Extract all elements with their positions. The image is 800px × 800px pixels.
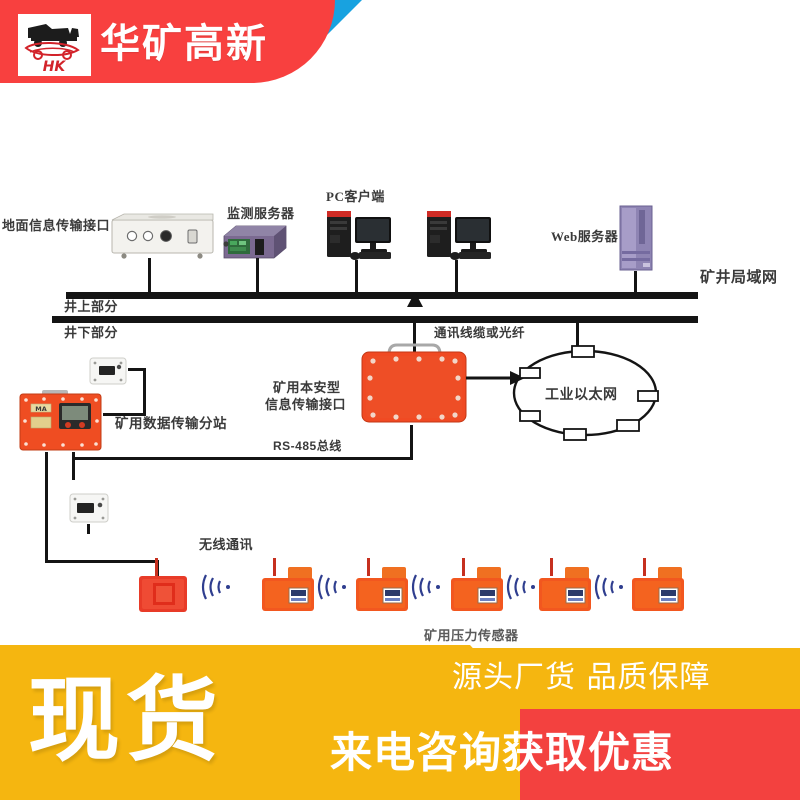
sensor-module-lower [69, 493, 109, 523]
wire-module-upper-right [128, 368, 146, 371]
industrial-ethernet-ring [512, 345, 659, 441]
label-pressure-sensor: 矿用压力传感器 [424, 628, 519, 643]
label-above-ground: 井上部分 [64, 299, 119, 314]
pressure-sensor-4 [539, 558, 591, 611]
pressure-sensor-1 [262, 558, 314, 611]
pc-client-device-2 [427, 211, 491, 260]
wire-ground-interface [148, 258, 151, 295]
label-web-server: Web服务器 [551, 229, 619, 244]
svg-text:HK: HK [43, 59, 67, 75]
wireless-signal-icon-0 [201, 574, 230, 600]
data-transmission-substation-device: MA [19, 390, 102, 451]
label-below-ground: 井下部分 [64, 325, 119, 340]
label-rs485-bus: RS-485总线 [273, 439, 342, 453]
label-safety-interface-line1: 矿用本安型 [273, 380, 341, 395]
wireless-signal-icon-4 [594, 574, 623, 600]
company-logo: HK [18, 14, 91, 76]
pressure-sensor-2 [356, 558, 408, 611]
web-server-rack [619, 205, 653, 271]
wireless-gateway-device [139, 558, 187, 612]
lan-backbone-bottom [52, 316, 698, 323]
pc-client-device-1 [327, 211, 391, 260]
label-mine-lan: 矿井局域网 [700, 270, 778, 286]
lan-backbone-top [66, 292, 698, 299]
wire-rs485-horizontal [72, 457, 412, 460]
wire-rs485-up-right [410, 425, 413, 460]
label-data-substation: 矿用数据传输分站 [115, 416, 227, 431]
wire-safety-interface-up2 [413, 345, 416, 353]
ground-interface-device [111, 213, 214, 259]
wire-module-lower-stub [87, 524, 90, 534]
promo-in-stock-text: 现货 [28, 667, 225, 774]
sensor-module-upper [89, 357, 127, 385]
wire-web-server [634, 271, 637, 295]
wire-module-upper-to-substation [103, 413, 146, 416]
wire-ethernet-ring-up [576, 323, 579, 353]
promo-tagline-text: 源头厂货 品质保障 [452, 660, 711, 695]
network-topology-diagram: 地面信息传输接口 监测服务器 PC客户端 Web服务器 矿井局域网 [0, 100, 800, 660]
logo-graphic: HK [18, 14, 91, 76]
wireless-signal-icon-1 [317, 574, 346, 600]
pressure-sensor-5 [632, 558, 684, 611]
label-industrial-ethernet: 工业以太网 [545, 388, 618, 403]
wire-monitor-server [256, 258, 259, 295]
wire-safety-interface-up [413, 323, 416, 348]
wire-to-gateway-horizontal [45, 560, 159, 563]
safety-transmission-interface-device [361, 343, 467, 423]
label-monitor-server: 监测服务器 [227, 206, 295, 221]
wire-rs485-down-left [72, 452, 75, 480]
svg-text:MA: MA [35, 405, 47, 413]
wireless-signal-icon-2 [411, 574, 440, 600]
label-ground-interface: 地面信息传输接口 [2, 218, 111, 233]
uplink-arrow-icon [407, 292, 423, 307]
wire-substation-down [45, 452, 48, 562]
wire-pc-client-2 [455, 260, 458, 295]
promo-instock-shape [0, 645, 520, 800]
label-safety-interface-line2: 信息传输接口 [265, 397, 347, 412]
label-comm-cable: 通讯线缆或光纤 [434, 326, 526, 340]
brand-name: 华矿高新 [100, 21, 268, 67]
label-pc-client: PC客户端 [326, 189, 385, 204]
wireless-signal-icon-3 [506, 574, 535, 600]
promo-cta-text: 来电咨询获取优惠 [330, 728, 675, 777]
wire-pc-client-1 [355, 260, 358, 295]
pressure-sensor-3 [451, 558, 503, 611]
label-wireless-comm: 无线通讯 [199, 537, 254, 552]
wire-module-upper-down [143, 368, 146, 416]
monitor-server-device [223, 225, 287, 259]
